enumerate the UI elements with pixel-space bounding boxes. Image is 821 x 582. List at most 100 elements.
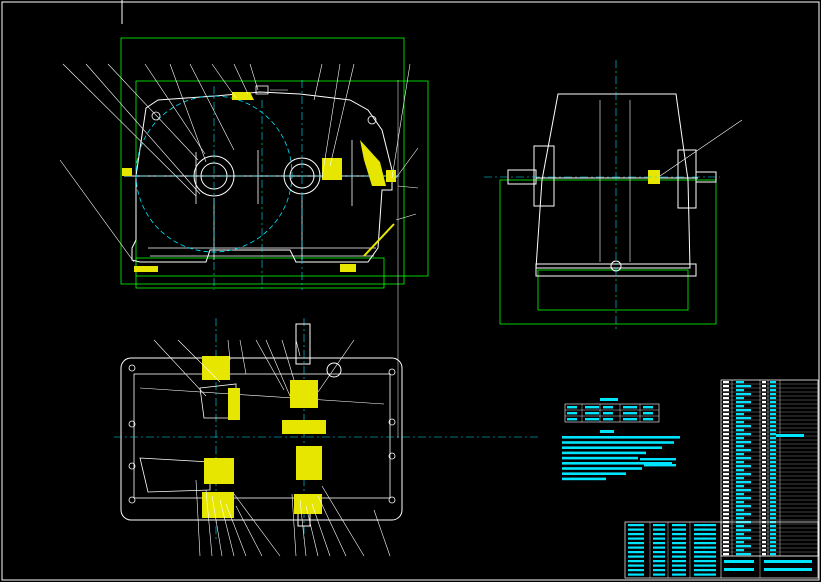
title-block-cell	[672, 546, 686, 549]
parts-list-cell	[762, 445, 766, 448]
title-block-cell	[628, 573, 644, 576]
tech-spec-cell	[643, 412, 653, 415]
parts-list-cell	[736, 513, 751, 516]
top-bearing-8	[294, 494, 322, 514]
parts-list-cell	[723, 505, 729, 508]
title-block-frame	[624, 521, 819, 579]
top-housing-inner	[133, 373, 391, 499]
parts-list-cell	[762, 453, 766, 456]
parts-list-cell	[762, 553, 766, 556]
title-block-cell	[694, 537, 716, 540]
parts-list-cell	[770, 405, 776, 408]
parts-list-cell	[723, 501, 729, 504]
parts-list-cell	[770, 505, 776, 508]
parts-list-cell	[723, 465, 729, 468]
tech-spec-cell	[585, 418, 599, 421]
title-block-cell	[653, 564, 665, 567]
top-leaders-top	[153, 339, 355, 397]
parts-list-cell	[762, 473, 766, 476]
parts-list-cell	[723, 433, 729, 436]
parts-list-cell	[723, 421, 729, 424]
parts-list-cell	[762, 409, 766, 412]
parts-list-cell	[770, 461, 776, 464]
top-bearing-3	[290, 380, 318, 408]
title-block-cell	[628, 546, 644, 549]
title-block-cell	[628, 533, 644, 536]
parts-list-cell	[762, 529, 766, 532]
parts-list-cell	[770, 381, 776, 384]
parts-list-cell	[723, 545, 729, 548]
parts-list-cell	[770, 401, 776, 404]
requirements-line	[562, 446, 662, 449]
title-block-cell	[694, 564, 716, 567]
side-leader	[659, 119, 743, 177]
requirements-line	[562, 441, 674, 444]
parts-list-cell	[723, 537, 729, 540]
parts-list-cell	[770, 477, 776, 480]
parts-list-cell	[770, 417, 776, 420]
title-block-cell	[672, 537, 686, 540]
parts-list-cell	[736, 469, 744, 472]
parts-list-cell	[762, 545, 766, 548]
parts-list-cell	[723, 489, 729, 492]
parts-list-cell	[762, 441, 766, 444]
title-block-cell	[694, 551, 716, 554]
parts-list-cell	[736, 529, 751, 532]
parts-list-cell	[723, 441, 729, 444]
parts-list-cell	[762, 517, 766, 520]
parts-list-cell	[770, 413, 776, 416]
title-block	[624, 434, 819, 579]
parts-list-cell	[736, 497, 751, 500]
parts-list-cell	[723, 437, 729, 440]
title-block-cell	[764, 560, 812, 563]
parts-list-cell	[723, 457, 729, 460]
title-block-cell	[628, 560, 644, 563]
tech-spec-cell	[603, 406, 613, 409]
title-block-cell	[672, 551, 686, 554]
parts-list-cell	[770, 473, 776, 476]
title-block-cell	[628, 528, 644, 531]
parts-list-cell	[770, 397, 776, 400]
side-flange-left	[533, 145, 555, 207]
tech-spec-cell	[603, 418, 613, 421]
parts-list-cell	[723, 509, 729, 512]
parts-list-cell	[723, 397, 729, 400]
parts-list-cell	[736, 509, 744, 512]
parts-list-cell	[762, 401, 766, 404]
title-block-cell	[653, 551, 665, 554]
parts-list-cell	[770, 497, 776, 500]
parts-list-cell	[736, 501, 744, 504]
parts-list-cell	[762, 513, 766, 516]
parts-list-cell	[762, 393, 766, 396]
parts-list-cell	[770, 549, 776, 552]
parts-list-cell	[762, 389, 766, 392]
parts-list-cell	[723, 529, 729, 532]
top-bolt-holes	[128, 364, 396, 504]
parts-list-cell	[762, 421, 766, 424]
parts-list-cell	[723, 481, 729, 484]
requirements-line	[562, 467, 642, 470]
parts-list-cell	[736, 453, 744, 456]
parts-list-cell	[770, 485, 776, 488]
front-section-plug	[386, 170, 396, 182]
parts-list-cell	[762, 505, 766, 508]
parts-list-cell	[762, 525, 766, 528]
parts-list-cell	[736, 473, 751, 476]
requirements-line	[562, 456, 638, 460]
front-section-side	[360, 140, 386, 186]
parts-list-cell	[770, 469, 776, 472]
parts-list-cell	[723, 477, 729, 480]
title-block-cell	[628, 524, 644, 527]
title-block-cell	[653, 528, 665, 531]
top-bearing-5	[296, 446, 322, 480]
tech-spec-cell	[567, 406, 577, 409]
title-block-cell	[694, 560, 716, 563]
parts-list-cell	[736, 425, 751, 428]
top-bearing-6	[204, 458, 234, 484]
parts-list-cell	[762, 397, 766, 400]
parts-list-cell	[770, 525, 776, 528]
title-block-cell	[653, 560, 665, 563]
tech-spec-cell	[567, 418, 577, 421]
parts-list-cell	[723, 497, 729, 500]
